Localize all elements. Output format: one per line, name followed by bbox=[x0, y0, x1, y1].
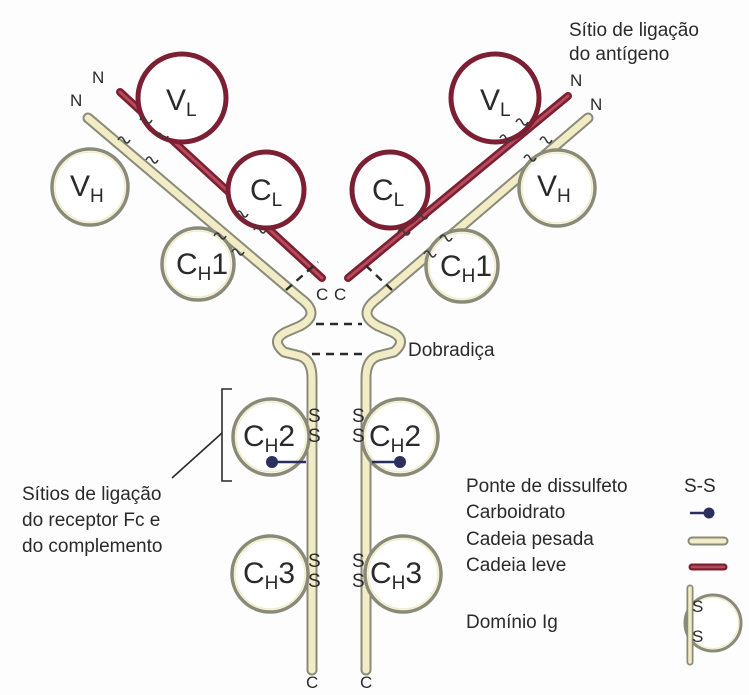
cl-left-loop bbox=[225, 149, 307, 231]
ch2-right-label: CH2 bbox=[369, 420, 421, 457]
n-terminus-light-right: N bbox=[570, 71, 582, 90]
heavy-chain-left bbox=[82, 112, 318, 676]
fc-sites-annotation: Sítios de ligação do receptor Fc e do co… bbox=[22, 388, 232, 557]
ch3-right-label: CH3 bbox=[370, 557, 422, 594]
ss-ch3-left-bottom: S bbox=[308, 571, 321, 592]
c-terminus-heavy-left: C bbox=[306, 673, 318, 692]
vl-left-label: VL bbox=[166, 84, 197, 121]
ss-ch2-left-bottom: S bbox=[308, 426, 321, 447]
interchain-disulfides bbox=[285, 261, 393, 356]
cl-right-label: CL bbox=[372, 174, 404, 211]
legend: Ponte de dissulfeto S-S Carboidrato Cade… bbox=[466, 476, 743, 666]
vl-left-loop bbox=[135, 51, 229, 145]
legend-disulfide-symbol: S-S bbox=[684, 476, 716, 497]
ss-ch2-right-top: S bbox=[352, 406, 365, 427]
vh-right-loop bbox=[517, 148, 597, 228]
carbohydrate-right bbox=[372, 456, 406, 468]
legend-light-label: Cadeia leve bbox=[466, 555, 566, 576]
n-terminus-heavy-left: N bbox=[70, 91, 82, 110]
fc-sites-bracket bbox=[221, 388, 232, 482]
antigen-site-line2: do antígeno bbox=[569, 44, 669, 65]
vh-left-label: VH bbox=[70, 170, 104, 207]
domain-labels: VL VL VH VH CL CL CH1 CH1 CH2 CH2 CH3 CH… bbox=[70, 84, 571, 594]
ss-ch3-right-bottom: S bbox=[352, 571, 365, 592]
cl-right-loop bbox=[349, 149, 431, 231]
ch2-left-loop bbox=[231, 397, 311, 477]
legend-heavy-label: Cadeia pesada bbox=[466, 529, 594, 550]
legend-carbohydrate-label: Carboidrato bbox=[466, 502, 565, 523]
ch1-left-loop bbox=[160, 226, 236, 302]
antigen-site-annotation: Sítio de ligação do antígeno bbox=[569, 20, 699, 65]
ch2-left-label: CH2 bbox=[243, 420, 295, 457]
fc-sites-leader bbox=[171, 432, 223, 479]
heavy-chain-right bbox=[360, 112, 594, 676]
n-terminus-heavy-right: N bbox=[590, 95, 602, 114]
legend-carbohydrate-icon bbox=[690, 507, 715, 519]
ch3-right-loop bbox=[363, 534, 443, 614]
c-terminus-light-right: C bbox=[334, 285, 346, 304]
legend-ig-ss-bottom: S bbox=[692, 627, 703, 646]
ch1-right-label: CH1 bbox=[440, 250, 492, 287]
ch3-left-loop bbox=[230, 534, 310, 614]
ss-ch2-left-top: S bbox=[308, 406, 321, 427]
legend-ig-ss-top: S bbox=[692, 597, 703, 616]
fc-disulfide-letters: S S S S S S S S bbox=[308, 406, 365, 592]
legend-disulfide-label: Ponte de dissulfeto bbox=[466, 476, 628, 497]
c-terminus-light-left: C bbox=[316, 285, 328, 304]
ss-ch3-left-top: S bbox=[308, 551, 321, 572]
carbohydrate-marks bbox=[266, 456, 406, 468]
vh-right-label: VH bbox=[537, 170, 571, 207]
fc-sites-line1: Sítios de ligação bbox=[22, 484, 161, 505]
ch3-left-label: CH3 bbox=[243, 557, 295, 594]
termini-labels: N N N N C C C C bbox=[70, 68, 602, 692]
antigen-site-line1: Sítio de ligação bbox=[569, 20, 699, 41]
ss-ch3-right-top: S bbox=[352, 551, 365, 572]
vh-left-loop bbox=[50, 147, 130, 227]
ch1-right-loop bbox=[424, 228, 500, 304]
carbohydrate-left bbox=[266, 456, 306, 468]
fc-sites-line3: do complemento bbox=[22, 536, 162, 557]
intrachain-ss-marks bbox=[117, 116, 553, 258]
hinge-label: Dobradiça bbox=[408, 340, 495, 361]
n-terminus-light-left: N bbox=[92, 68, 104, 87]
c-terminus-heavy-right: C bbox=[360, 673, 372, 692]
cl-left-label: CL bbox=[250, 174, 282, 211]
ch1-left-label: CH1 bbox=[176, 248, 228, 285]
ch2-right-loop bbox=[360, 397, 440, 477]
ss-ch2-right-bottom: S bbox=[352, 426, 365, 447]
fc-sites-line2: do receptor Fc e bbox=[22, 510, 160, 531]
vl-right-label: VL bbox=[480, 84, 511, 121]
legend-ig-domain-label: Domínio Ig bbox=[466, 612, 558, 633]
legend-ig-domain-icon: S S bbox=[683, 584, 743, 666]
